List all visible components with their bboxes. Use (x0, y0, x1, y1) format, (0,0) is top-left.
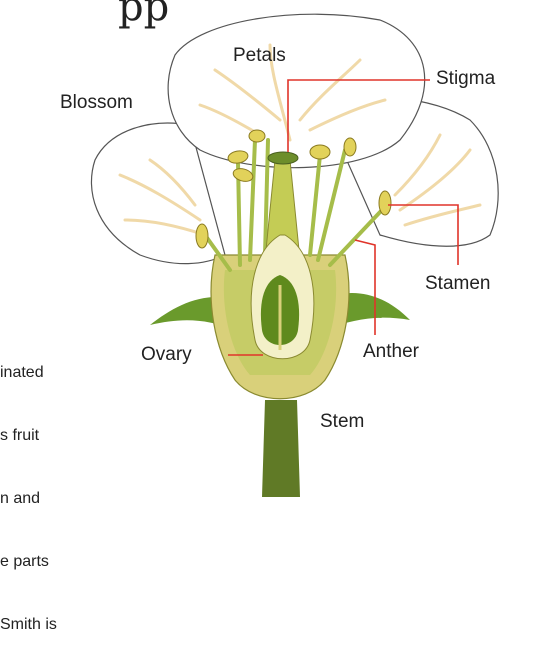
body-text-fragment: inated s fruit n and e parts Smith is (0, 320, 57, 656)
petal-top (168, 14, 425, 167)
stem (262, 400, 300, 497)
anther-leader (355, 240, 375, 335)
stigma (268, 152, 298, 164)
body-line-1: inated (0, 362, 57, 383)
body-line-4: e parts (0, 551, 57, 572)
label-blossom: Blossom (60, 93, 133, 112)
label-ovary: Ovary (141, 345, 192, 364)
label-anther: Anther (363, 342, 419, 361)
body-line-3: n and (0, 488, 57, 509)
body-line-5: Smith is (0, 614, 57, 635)
label-stamen: Stamen (425, 274, 490, 293)
body-line-2: s fruit (0, 425, 57, 446)
label-petals: Petals (233, 46, 286, 65)
label-stem: Stem (320, 412, 364, 431)
heading-fragment: pp (118, 0, 169, 30)
label-stigma: Stigma (436, 69, 495, 88)
